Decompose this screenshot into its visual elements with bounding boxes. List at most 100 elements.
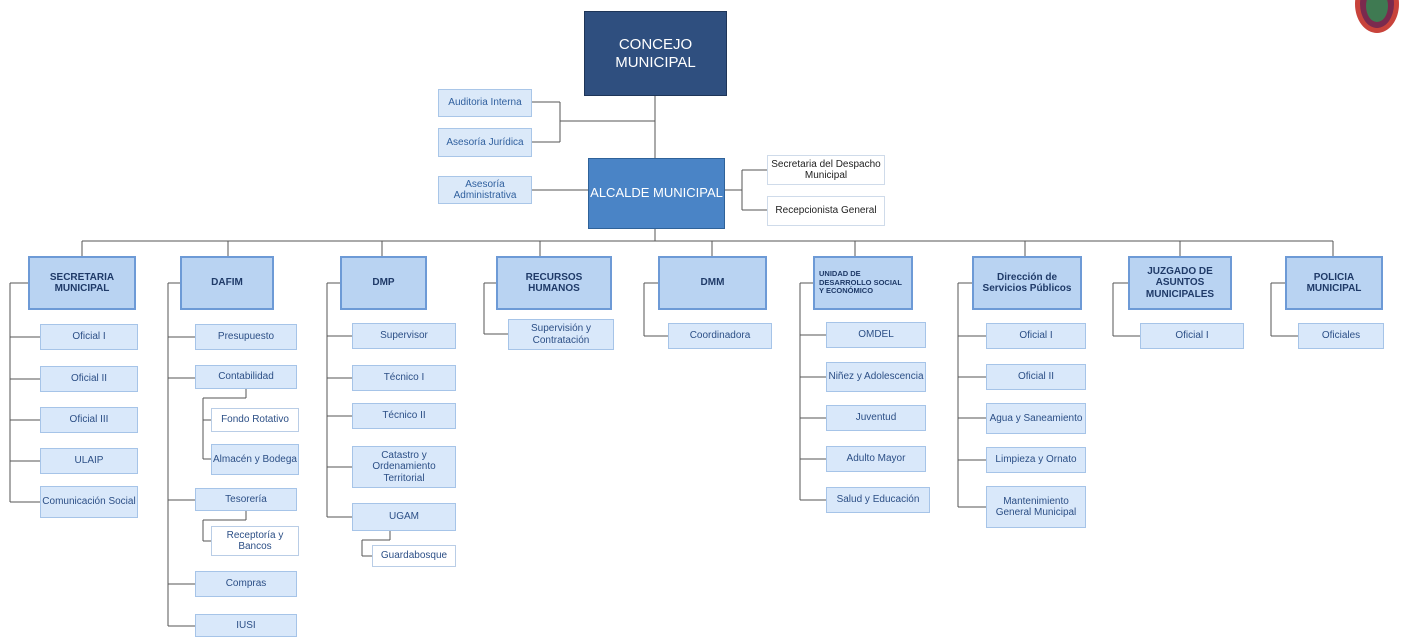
unit-box: ULAIP [40, 448, 138, 474]
unit-box: OMDEL [826, 322, 926, 348]
dept-dmp: DMP [340, 256, 427, 310]
unit-box: Oficial III [40, 407, 138, 433]
unit-label: Almacén y Bodega [213, 453, 297, 465]
unit-box: Guardabosque [372, 545, 456, 567]
unit-box: Mantenimiento General Municipal [986, 486, 1086, 528]
unit-label: Presupuesto [217, 331, 275, 343]
asesoria-juridica-box: Asesoría Jurídica [438, 128, 532, 157]
asesoria-administrativa-box: Asesoría Administrativa [438, 176, 532, 204]
unit-box: UGAM [352, 503, 456, 531]
staff-label: Secretaria del Despacho Municipal [771, 158, 881, 182]
unit-box: Oficial I [986, 323, 1086, 349]
secretaria-despacho-box: Secretaria del Despacho Municipal [767, 155, 885, 185]
unit-label: ULAIP [74, 455, 104, 467]
recepcionista-box: Recepcionista General [767, 196, 885, 226]
unit-box: Oficiales [1298, 323, 1384, 349]
unit-box: Comunicación Social [40, 486, 138, 518]
unit-label: Juventud [855, 412, 897, 424]
unit-box: IUSI [195, 614, 297, 637]
dept-servicios-publicos: Dirección de Servicios Públicos [972, 256, 1082, 310]
dept-label: UNIDAD DE DESARROLLO SOCIAL Y ECONÓMICO [819, 269, 902, 296]
unit-label: Oficial II [1017, 371, 1055, 383]
unit-box: Oficial II [986, 364, 1086, 390]
unit-box: Catastro y Ordenamiento Territorial [352, 446, 456, 488]
alcalde-label: ALCALDE MUNICIPAL [590, 185, 723, 201]
unit-box: Tesorería [195, 488, 297, 511]
unit-box: Agua y Saneamiento [986, 403, 1086, 434]
municipal-seal-icon [1354, 0, 1400, 34]
unit-label: Oficial II [70, 373, 108, 385]
unit-label: Oficial I [72, 331, 106, 343]
staff-label: Auditoria Interna [448, 97, 522, 109]
unit-box: Oficial I [1140, 323, 1244, 349]
unit-label: Limpieza y Ornato [995, 454, 1077, 466]
dept-label: Dirección de Servicios Públicos [982, 271, 1072, 295]
dept-policia-municipal: POLICIA MUNICIPAL [1285, 256, 1383, 310]
dept-label: SECRETARIA MUNICIPAL [49, 271, 115, 295]
dept-label: DMP [372, 277, 395, 289]
unit-label: UGAM [389, 511, 419, 523]
dept-juzgado: JUZGADO DE ASUNTOS MUNICIPALES [1128, 256, 1232, 310]
dept-secretaria-municipal: SECRETARIA MUNICIPAL [28, 256, 136, 310]
unit-label: Guardabosque [380, 550, 448, 562]
unit-label: Salud y Educación [836, 494, 920, 506]
dept-desarrollo-social: UNIDAD DE DESARROLLO SOCIAL Y ECONÓMICO [813, 256, 913, 310]
unit-box: Almacén y Bodega [211, 444, 299, 475]
unit-label: Supervisor [380, 330, 428, 342]
unit-label: OMDEL [858, 329, 894, 341]
dept-dmm: DMM [658, 256, 767, 310]
unit-label: Receptoría y Bancos [226, 529, 284, 553]
unit-label: Agua y Saneamiento [989, 412, 1083, 424]
unit-label: Adulto Mayor [846, 453, 906, 465]
dept-label: DAFIM [211, 277, 243, 289]
unit-box: Contabilidad [195, 365, 297, 389]
unit-box: Niñez y Adolescencia [826, 362, 926, 392]
unit-label: Técnico II [382, 410, 426, 422]
concejo-municipal-box: CONCEJO MUNICIPAL [584, 11, 727, 96]
dept-label: JUZGADO DE ASUNTOS MUNICIPALES [1145, 265, 1215, 300]
unit-label: Compras [225, 578, 267, 590]
unit-box: Juventud [826, 405, 926, 431]
unit-label: Oficiales [1321, 330, 1361, 342]
dept-recursos-humanos: RECURSOS HUMANOS [496, 256, 612, 310]
auditoria-interna-box: Auditoria Interna [438, 89, 532, 117]
unit-box: Coordinadora [668, 323, 772, 349]
unit-box: Oficial I [40, 324, 138, 350]
unit-box: Fondo Rotativo [211, 408, 299, 432]
staff-label: Asesoría Administrativa [453, 178, 517, 202]
unit-label: Fondo Rotativo [221, 414, 289, 426]
unit-box: Oficial II [40, 366, 138, 392]
staff-label: Asesoría Jurídica [446, 136, 524, 148]
unit-box: Limpieza y Ornato [986, 447, 1086, 473]
unit-label: Contabilidad [218, 371, 274, 383]
dept-label: POLICIA MUNICIPAL [1306, 271, 1362, 295]
concejo-label: CONCEJO MUNICIPAL [615, 36, 696, 71]
unit-box: Receptoría y Bancos [211, 526, 299, 556]
unit-label: Oficial I [1019, 330, 1053, 342]
unit-box: Supervisor [352, 323, 456, 349]
unit-label: IUSI [236, 619, 256, 631]
staff-label: Recepcionista General [775, 205, 877, 217]
dept-dafim: DAFIM [180, 256, 274, 310]
unit-label: Oficial I [1175, 330, 1209, 342]
unit-label: Catastro y Ordenamiento Territorial [372, 449, 436, 484]
dept-label: RECURSOS HUMANOS [525, 271, 583, 295]
unit-label: Tesorería [225, 493, 267, 505]
unit-box: Técnico II [352, 403, 456, 429]
unit-label: Comunicación Social [42, 496, 136, 508]
unit-box: Presupuesto [195, 324, 297, 350]
alcalde-municipal-box: ALCALDE MUNICIPAL [588, 158, 725, 229]
unit-box: Adulto Mayor [826, 446, 926, 472]
unit-box: Compras [195, 571, 297, 597]
unit-label: Niñez y Adolescencia [828, 371, 924, 383]
unit-box: Supervisión y Contratación [508, 319, 614, 350]
unit-box: Salud y Educación [826, 487, 930, 513]
dept-label: DMM [700, 277, 725, 289]
unit-box: Técnico I [352, 365, 456, 391]
unit-label: Técnico I [383, 372, 425, 384]
unit-label: Coordinadora [689, 330, 751, 342]
unit-label: Oficial III [69, 414, 109, 426]
unit-label: Supervisión y Contratación [530, 323, 592, 346]
unit-label: Mantenimiento General Municipal [995, 495, 1077, 519]
